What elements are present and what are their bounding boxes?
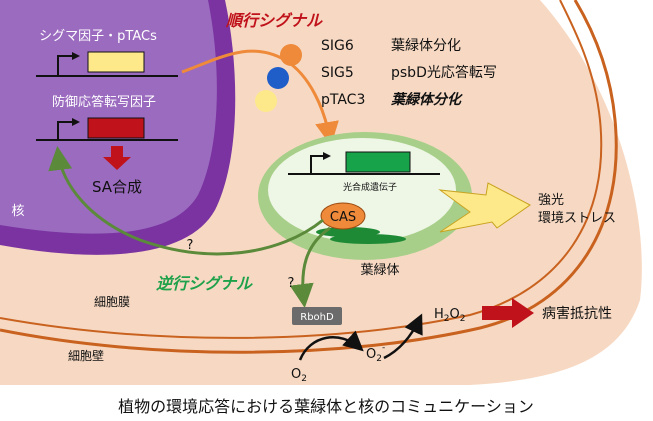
figure-caption: 植物の環境応答における葉緑体と核のコミュニケーション xyxy=(118,397,534,416)
light-stress-bolt xyxy=(438,182,531,233)
sa-synthesis-label: SA合成 xyxy=(92,178,142,196)
nucleus-defense-tf-label: 防御応答転写因子 xyxy=(52,94,156,110)
stress-label-environment: 環境ストレス xyxy=(538,211,616,226)
signal-row-3-name: pTAC3 xyxy=(321,92,365,108)
cell-wall-line xyxy=(0,0,618,354)
anterograde-arrow-to-nucleus xyxy=(48,146,324,256)
signal-circle-blue xyxy=(267,67,289,89)
retrograde-signal-label: 順行シグナル xyxy=(225,11,323,30)
photosynthesis-gene-label: 光合成遺伝子 xyxy=(343,181,397,193)
superoxide-label: O2- xyxy=(366,343,385,364)
signal-row-2-role: psbD光応答転写 xyxy=(391,64,497,81)
signal-row-3-role: 葉緑体分化 xyxy=(390,91,463,108)
reaction-arrow-o2 xyxy=(298,330,364,361)
resistance-arrow xyxy=(482,298,534,328)
disease-resistance-label: 病害抵抗性 xyxy=(542,306,612,322)
signal-circle-yellow xyxy=(255,90,277,112)
signal-row-1-name: SIG6 xyxy=(321,38,354,54)
nucleus-label: 核 xyxy=(11,204,24,219)
signal-row-2-name: SIG5 xyxy=(321,65,354,81)
h2o2-label: H2O2 xyxy=(434,307,465,324)
question-mark-2: ? xyxy=(288,276,295,291)
reaction-arrow-o2minus xyxy=(383,313,423,360)
anterograde-signal-label: 逆行シグナル xyxy=(156,274,253,293)
nucleus-sig-factor-label: シグマ因子・pTACs xyxy=(39,29,157,44)
rbohd-label: RbohD xyxy=(300,312,334,323)
sa-down-arrow xyxy=(103,146,131,170)
rbohd-box xyxy=(292,307,342,325)
question-mark-1: ? xyxy=(187,238,194,253)
thylakoid-2 xyxy=(330,234,406,244)
signal-row-1-role: 葉緑体分化 xyxy=(391,38,461,54)
stress-label-strong-light: 強光 xyxy=(538,193,564,208)
cas-label: CAS xyxy=(330,210,356,225)
photosynthesis-gene xyxy=(288,151,440,175)
o2-label: O2 xyxy=(291,367,307,384)
retrograde-arrow xyxy=(181,49,339,146)
sig-factor-gene xyxy=(36,51,178,77)
cell-wall-label: 細胞壁 xyxy=(68,348,104,363)
cas-protein xyxy=(320,202,366,230)
nucleus-fill xyxy=(0,0,217,234)
defense-tf-gene xyxy=(36,117,178,141)
cell-membrane-label: 細胞膜 xyxy=(94,295,130,309)
chloroplast-label: 葉緑体 xyxy=(360,263,399,278)
anterograde-arrow-to-rbohd xyxy=(289,226,331,308)
cell-membrane-line xyxy=(0,0,603,339)
